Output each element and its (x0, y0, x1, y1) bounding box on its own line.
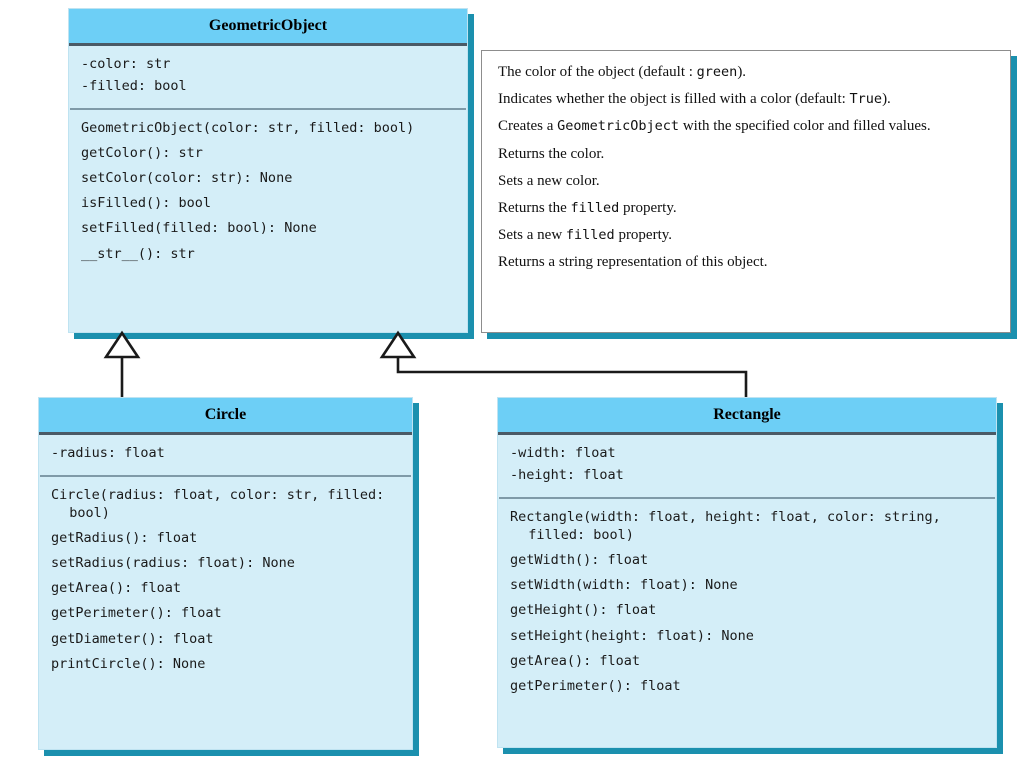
method-circle-3: getArea(): float (51, 580, 182, 597)
annotation-line-1: Indicates whether the object is filled w… (498, 91, 891, 108)
annotation-line-5: Returns the filled property. (498, 199, 677, 216)
method-geometricobject-5: __str__(): str (81, 245, 195, 262)
methods-compartment-rectangle: Rectangle(width: float, height: float, c… (498, 499, 996, 704)
annotation-line-4: Sets a new color. (498, 172, 600, 189)
method-rectangle-5: getArea(): float (510, 652, 641, 669)
method-geometricobject-2: setColor(color: str): None (81, 170, 293, 187)
method-geometricobject-0: GeometricObject(color: str, filled: bool… (81, 120, 415, 137)
compartment-divider (70, 108, 466, 111)
annotation-line-6: Sets a new filled property. (498, 227, 673, 244)
attribute-circle-0: -radius: float (51, 445, 165, 461)
annotation-line-7: Returns a string representation of this … (498, 254, 768, 271)
attribute-geometricobject-1: -filled: bool (81, 78, 187, 95)
methods-compartment-circle: Circle(radius: float, color: str, filled… (39, 477, 412, 682)
annotation-line-3: Returns the color. (498, 145, 605, 162)
method-circle-1: getRadius(): float (51, 530, 198, 547)
method-rectangle-1: getWidth(): float (510, 552, 649, 569)
attributes-compartment-circle: -radius: float (39, 435, 412, 475)
annotation-note-box: The color of the object (default : green… (481, 50, 1011, 333)
generalization-rectangle (379, 330, 748, 397)
method-circle-4: getPerimeter(): float (51, 605, 222, 622)
class-box-rectangle: Rectangle -width: float -height: float Re… (497, 397, 997, 748)
method-rectangle-0: Rectangle(width: float, height: float, c… (510, 509, 949, 544)
attribute-rectangle-0: -width: float (510, 445, 616, 461)
compartment-divider (40, 475, 411, 478)
method-circle-2: setRadius(radius: float): None (51, 555, 295, 572)
method-geometricobject-3: isFilled(): bool (81, 195, 212, 212)
method-geometricobject-4: setFilled(filled: bool): None (81, 220, 317, 237)
method-rectangle-6: getPerimeter(): float (510, 677, 681, 694)
attribute-geometricobject-0: -color: str (81, 56, 171, 72)
method-rectangle-3: getHeight(): float (510, 602, 657, 619)
attributes-compartment-rectangle: -width: float -height: float (498, 435, 996, 497)
class-box-circle: Circle -radius: float Circle(radius: flo… (38, 397, 413, 750)
attributes-compartment-geometricobject: -color: str -filled: bool (69, 46, 467, 108)
class-name-rectangle: Rectangle (498, 398, 996, 435)
attribute-rectangle-1: -height: float (510, 467, 624, 484)
method-geometricobject-1: getColor(): str (81, 145, 203, 162)
generalization-circle (103, 330, 141, 397)
annotation-line-0: The color of the object (default : green… (498, 64, 747, 80)
method-rectangle-2: setWidth(width: float): None (510, 577, 738, 594)
method-circle-5: getDiameter(): float (51, 630, 214, 647)
annotation-line-2: Creates a GeometricObject with the speci… (498, 118, 931, 135)
method-rectangle-4: setHeight(height: float): None (510, 627, 754, 644)
class-box-geometricobject: GeometricObject -color: str -filled: bool… (68, 8, 468, 333)
class-name-circle: Circle (39, 398, 412, 435)
compartment-divider (499, 497, 995, 500)
method-circle-6: printCircle(): None (51, 655, 206, 672)
methods-compartment-geometricobject: GeometricObject(color: str, filled: bool… (69, 110, 467, 271)
class-name-geometricobject: GeometricObject (69, 9, 467, 46)
method-circle-0: Circle(radius: float, color: str, filled… (51, 487, 393, 522)
